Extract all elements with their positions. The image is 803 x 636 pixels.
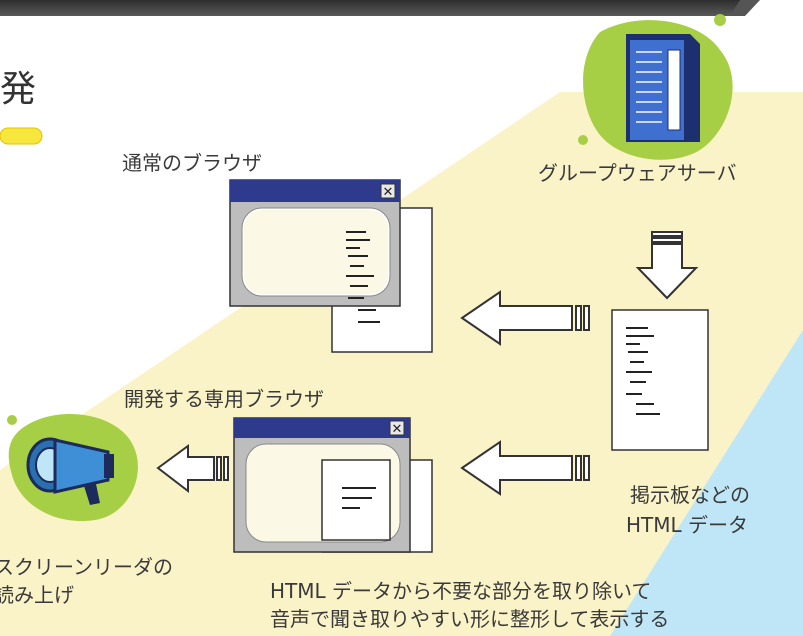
megaphone-icon (26, 437, 114, 505)
partial-title: 発 (0, 69, 37, 110)
arrow-to-normal-browser (460, 290, 590, 346)
label-bbs-html-line2: HTML データ (626, 513, 749, 537)
window-normal: ✕ (229, 179, 401, 307)
server-icon (626, 34, 700, 142)
document-html-data (611, 309, 709, 451)
top-bar (0, 0, 740, 16)
blue-band (610, 330, 803, 636)
arrow-down (635, 231, 699, 300)
highlight-bar (0, 127, 43, 145)
close-icon: ✕ (383, 185, 394, 200)
label-bbs-html-line1: 掲示板などの (630, 483, 750, 507)
label-groupware-server: グループウェアサーバ (538, 161, 737, 185)
arrow-to-dedicated-browser (460, 440, 590, 496)
yellow-band (0, 92, 803, 636)
caption-line1: HTML データから不要な部分を取り除いて (270, 579, 652, 603)
caption-line2: 音声で聞き取りやすい形に整形して表示する (270, 607, 670, 631)
svg-text:✕: ✕ (392, 422, 403, 437)
label-dedicated-browser: 開発する専用ブラウザ (124, 387, 324, 411)
document-dedicated-front (321, 459, 391, 541)
arrow-to-screen-reader (156, 444, 229, 494)
label-screen-reader-line1: スクリーンリーダの (0, 555, 173, 579)
label-screen-reader-line2: 読み上げ (0, 583, 74, 607)
label-normal-browser: 通常のブラウザ (122, 151, 262, 175)
document-normal-lines (346, 231, 380, 323)
